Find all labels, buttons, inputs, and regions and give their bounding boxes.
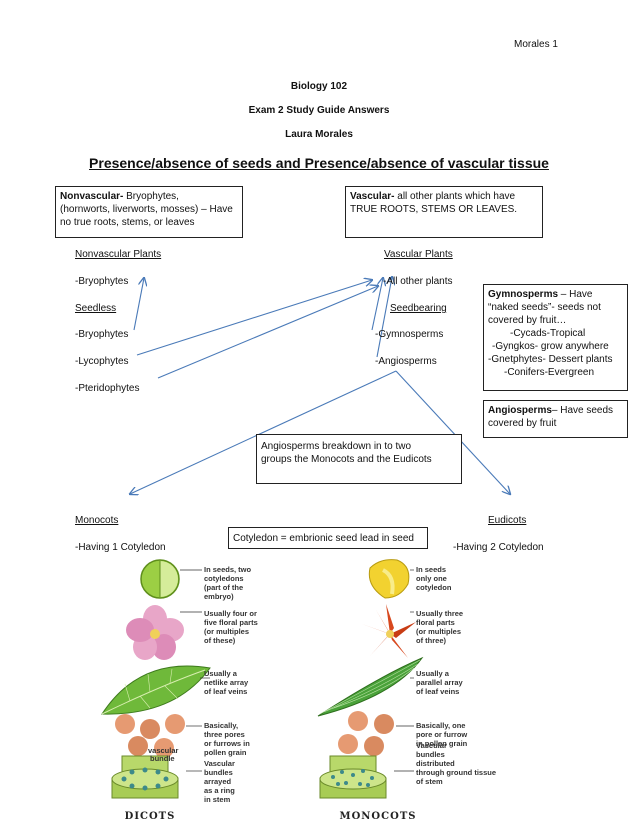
gymnosperms-term: Gymnosperms	[488, 289, 559, 300]
monocots-heading: Monocots	[75, 515, 119, 526]
vascular-text: TRUE ROOTS, STEMS OR LEAVES.	[350, 204, 518, 215]
arrow-gymno-up	[371, 278, 383, 331]
list-item: -Pteridophytes	[75, 383, 140, 394]
vascular-heading: Vascular Plants	[384, 249, 453, 260]
dicot-stem-icon	[111, 755, 179, 799]
nonvascular-text: no true roots, stems, or leaves	[60, 217, 195, 228]
gymnosperms-box: Gymnosperms – Have “naked seeds”- seeds …	[483, 284, 628, 391]
arrow-pteridophytes-vascular	[157, 286, 378, 379]
gymnosperms-example: -Conifers-Evergreen	[504, 367, 595, 378]
list-item: -Angiosperms	[375, 356, 437, 367]
monocot-seed-icon	[368, 559, 410, 599]
arrow-bryophytes-up	[133, 278, 144, 331]
vascular-text: all other plants which have	[394, 191, 516, 202]
monocots-description: -Having 1 Cotyledon	[75, 542, 166, 553]
eudicots-description: -Having 2 Cotyledon	[453, 542, 544, 553]
monocot-stem-icon	[319, 755, 387, 799]
angiosperms-breakdown-box: Angiosperms breakdown in to two groups t…	[256, 434, 462, 484]
list-item: -Bryophytes	[75, 329, 129, 340]
seedbearing-heading: Seedbearing	[390, 303, 447, 314]
angiosperms-box: Angiosperms– Have seeds covered by fruit	[483, 400, 628, 438]
breakdown-text: groups the Monocots and the Eudicots	[261, 454, 432, 465]
monocot-flower-icon	[362, 604, 416, 658]
nonvascular-heading: Nonvascular Plants	[75, 249, 162, 260]
dicot-pollen-icon	[115, 714, 185, 758]
gymnosperms-example: -Cycads-Tropical	[510, 328, 586, 339]
cotyledon-text: Cotyledon = embrionic seed lead in seed	[233, 533, 414, 544]
eudicots-heading: Eudicots	[488, 515, 527, 526]
gymnosperms-example: -Gnetphytes- Dessert plants	[488, 354, 613, 365]
angiosperms-text: covered by fruit	[488, 418, 557, 429]
course-title: Biology 102	[290, 81, 348, 92]
gymnosperms-example: -Gyngkos- grow anywhere	[492, 341, 609, 352]
breakdown-text: Angiosperms breakdown in to two	[261, 441, 412, 452]
gymnosperms-text: – Have	[558, 289, 593, 300]
vascular-term: Vascular-	[350, 191, 395, 202]
document-subtitle: Exam 2 Study Guide Answers	[248, 105, 390, 116]
gymnosperms-text: “naked seeds”- seeds not	[488, 302, 601, 313]
monocot-leaf-icon	[317, 656, 424, 717]
dicots-caption: DICOTS	[125, 811, 176, 822]
angiosperms-text: – Have seeds	[551, 405, 614, 416]
gymnosperms-text: covered by fruit…	[488, 315, 567, 326]
page-number: Morales 1	[514, 39, 558, 50]
vascular-definition-box: Vascular- all other plants which have TR…	[345, 186, 543, 238]
nonvascular-text: (hornworts, liverworts, mosses) – Have	[60, 204, 233, 215]
list-item: -Bryophytes	[75, 276, 129, 287]
main-heading: Presence/absence of seeds and Presence/a…	[89, 155, 549, 171]
list-item: -Gymnosperms	[375, 329, 444, 340]
nonvascular-term: Nonvascular-	[60, 191, 124, 202]
seedless-heading: Seedless	[75, 303, 117, 314]
author-name: Laura Morales	[285, 129, 353, 140]
dicot-leaf-icon	[101, 665, 211, 715]
list-item: -All other plants	[383, 276, 453, 287]
arrow-angio-up	[376, 277, 392, 358]
monocot-pollen-icon	[338, 711, 394, 756]
cotyledon-definition-box: Cotyledon = embrionic seed lead in seed	[228, 527, 428, 549]
list-item: -Lycophytes	[75, 356, 129, 367]
nonvascular-definition-box: Nonvascular- Bryophytes, (hornworts, liv…	[55, 186, 243, 238]
monocots-caption: MONOCOTS	[340, 811, 417, 822]
arrow-lycophytes-vascular	[136, 280, 372, 356]
nonvascular-text: Bryophytes,	[123, 191, 179, 202]
dicot-seed-icon	[140, 559, 180, 599]
angiosperms-term: Angiosperms	[488, 405, 552, 416]
dicot-flower-icon	[126, 605, 184, 660]
